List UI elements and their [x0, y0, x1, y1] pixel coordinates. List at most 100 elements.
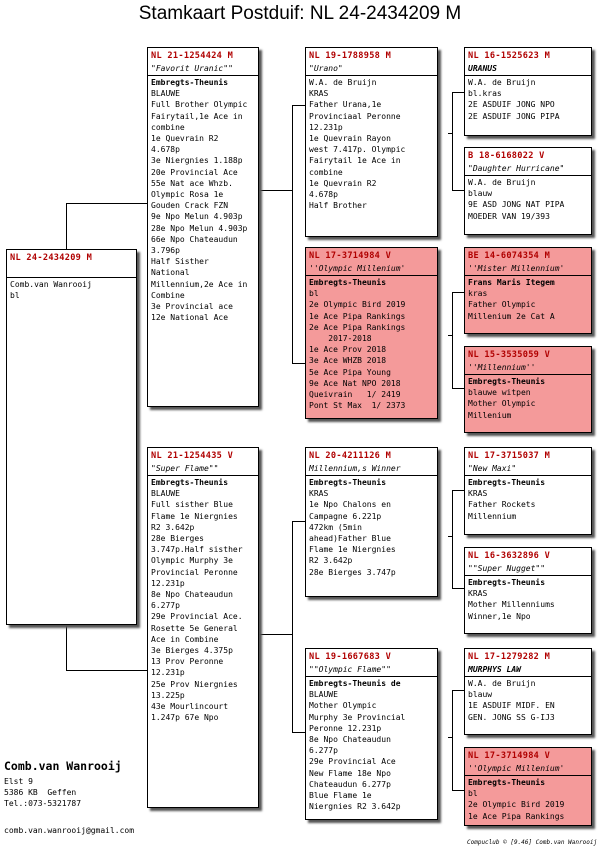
pigeon-name: "New Maxi"	[468, 464, 517, 473]
divider	[465, 676, 591, 677]
pigeon-name	[7, 265, 136, 277]
divider	[306, 75, 437, 76]
connector-line	[292, 105, 306, 106]
pigeon-details: W.A. de Bruijn bl.kras 2E ASDUIF JONG NP…	[468, 78, 560, 121]
breeder-name: Embregts-Theunis	[468, 377, 546, 386]
pigeon-details: blauwe witpen Mother Olympic Millenium	[468, 388, 536, 420]
sire-dam-sire-card[interactable]: BE 14-6074354 M ''Mister Millennium' Fra…	[464, 247, 592, 334]
breeder-name: Frans Maris Itegem	[468, 278, 555, 287]
ring-number: B 18-6168022 V	[468, 151, 545, 161]
pigeon-name: "Urano"	[309, 64, 343, 73]
sire-dam-dam-card[interactable]: NL 15-3535059 V ''Millennium'' Embregts-…	[464, 346, 592, 433]
ring-number: NL 24-2434209 M	[10, 253, 93, 263]
dam-dam-card[interactable]: NL 19-1667683 V ""Olympic Flame"" Embreg…	[305, 648, 438, 820]
connector-line	[292, 521, 306, 522]
connector-line	[66, 624, 67, 670]
connector-line	[452, 490, 453, 588]
pigeon-name: ''Mister Millennium'	[468, 264, 565, 273]
divider	[148, 75, 258, 76]
connector-line	[448, 133, 452, 134]
connector-line	[66, 670, 148, 671]
dam-card[interactable]: NL 21-1254435 V "Super Flame"" Embregts-…	[147, 447, 259, 808]
breeder-name: Embregts-Theunis	[151, 478, 229, 487]
divider	[306, 676, 437, 677]
ring-number: NL 21-1254435 V	[151, 451, 234, 461]
connector-line	[66, 203, 67, 251]
breeder-name: W.A. de Bruijn	[309, 78, 377, 87]
connector-line	[292, 363, 306, 364]
connector-line	[452, 588, 464, 589]
breeder-name: Embregts-Theunis	[468, 578, 546, 587]
page-title: Stamkaart Postduif: NL 24-2434209 M	[138, 3, 462, 24]
pigeon-name: ""Super Nugget""	[468, 564, 546, 573]
pigeon-name: MURPHYS LAW	[468, 665, 521, 674]
pigeon-name: "Daughter Hurricane"	[468, 164, 565, 173]
dam-sire-dam-card[interactable]: NL 16-3632896 V ""Super Nugget"" Embregt…	[464, 547, 592, 634]
ring-number: NL 21-1254424 M	[151, 51, 234, 61]
connector-line	[448, 335, 452, 336]
pigeon-details: BLAUWE Full sisther Blue Flame 1e Niergn…	[151, 489, 243, 723]
breeder-name: Embregts-Theunis de	[309, 679, 401, 688]
pigeon-details: W.A. de Bruijn blauw 1E ASDUIF MIDF. EN …	[468, 679, 555, 722]
software-credit: Compuclub © [9.46] Comb.van Wanrooij	[467, 839, 598, 846]
sire-card[interactable]: NL 21-1254424 M "Favorit Uranic"" Embreg…	[147, 47, 259, 407]
pigeon-details: KRAS Father Urana,1e Provinciaal Peronne…	[309, 89, 406, 211]
connector-line	[448, 737, 452, 738]
ring-number: NL 17-1279282 M	[468, 652, 551, 662]
divider	[465, 475, 591, 476]
dam-sire-sire-card[interactable]: NL 17-3715037 M "New Maxi" Embregts-Theu…	[464, 447, 592, 535]
ring-number: NL 19-1667683 V	[309, 652, 392, 662]
pigeon-details: W.A. de Bruijn blauw 9E ASD JONG NAT PIP…	[468, 178, 565, 221]
connector-line	[452, 292, 464, 293]
owner-name: Comb.van Wanrooij	[4, 759, 122, 773]
divider	[465, 75, 591, 76]
ring-number: NL 20-4211126 M	[309, 451, 392, 461]
sire-dam-card[interactable]: NL 17-3714984 V ''Olympic Millenium' Emb…	[305, 247, 438, 419]
connector-line	[452, 190, 464, 191]
connector-line	[448, 536, 452, 537]
ring-number: NL 15-3535059 V	[468, 350, 551, 360]
sire-sire-sire-card[interactable]: NL 16-1525623 M URANUS W.A. de Bruijn bl…	[464, 47, 592, 136]
owner-email[interactable]: comb.van.wanrooij@gmail.com	[4, 826, 135, 835]
divider	[465, 575, 591, 576]
dam-dam-sire-card[interactable]: NL 17-1279282 M MURPHYS LAW W.A. de Brui…	[464, 648, 592, 735]
ring-number: NL 17-3714984 V	[468, 751, 551, 761]
ring-number: BE 14-6074354 M	[468, 251, 551, 261]
ring-number: NL 16-3632896 V	[468, 551, 551, 561]
ring-number: NL 19-1788958 M	[309, 51, 392, 61]
pigeon-name: ""Olympic Flame""	[309, 665, 391, 674]
connector-line	[452, 92, 464, 93]
subject-card[interactable]: NL 24-2434209 M Comb.van Wanrooij bl	[6, 249, 137, 625]
pigeon-details: BLAUWE Full Brother Olympic Fairytail,1e…	[151, 89, 248, 323]
pigeon-name: "Super Flame""	[151, 464, 219, 473]
pigeon-details: KRAS Father Rockets Millennium	[468, 489, 536, 521]
divider	[465, 175, 591, 176]
pigeon-details: KRAS Mother Millenniums Winner,1e Npo	[468, 589, 555, 621]
pigeon-name: URANUS	[468, 64, 497, 73]
dam-dam-dam-card[interactable]: NL 17-3714984 V ''Olympic Millenium' Emb…	[464, 747, 592, 826]
divider	[465, 374, 591, 375]
breeder-name: Embregts-Theunis	[468, 478, 546, 487]
pigeon-name: ''Millennium''	[468, 363, 536, 372]
pigeon-details: kras Father Olympic Millenium 2e Cat A	[468, 289, 555, 321]
pigeon-name: Millennium,s Winner	[309, 464, 401, 473]
divider	[148, 475, 258, 476]
divider	[465, 775, 591, 776]
divider	[465, 275, 591, 276]
pigeon-name: ''Olympic Millenium'	[309, 264, 406, 273]
breeder-name: Embregts-Theunis	[151, 78, 229, 87]
connector-line	[452, 92, 453, 190]
sire-sire-dam-card[interactable]: B 18-6168022 V "Daughter Hurricane" W.A.…	[464, 147, 592, 235]
pigeon-details: bl 2e Olympic Bird 2019 1e Ace Pipa Rank…	[309, 289, 406, 411]
ring-number: NL 17-3714984 V	[309, 251, 392, 261]
connector-line	[452, 690, 453, 790]
owner-address: Elst 9 5386 KB Geffen Tel.:073-5321787	[4, 777, 82, 808]
connector-line	[452, 292, 453, 388]
connector-line	[452, 388, 464, 389]
breeder-name: Embregts-Theunis	[309, 478, 387, 487]
sire-sire-card[interactable]: NL 19-1788958 M "Urano" W.A. de Bruijn K…	[305, 47, 438, 237]
dam-sire-card[interactable]: NL 20-4211126 M Millennium,s Winner Embr…	[305, 447, 438, 597]
connector-line	[258, 190, 292, 191]
connector-line	[66, 203, 148, 204]
connector-line	[452, 490, 464, 491]
